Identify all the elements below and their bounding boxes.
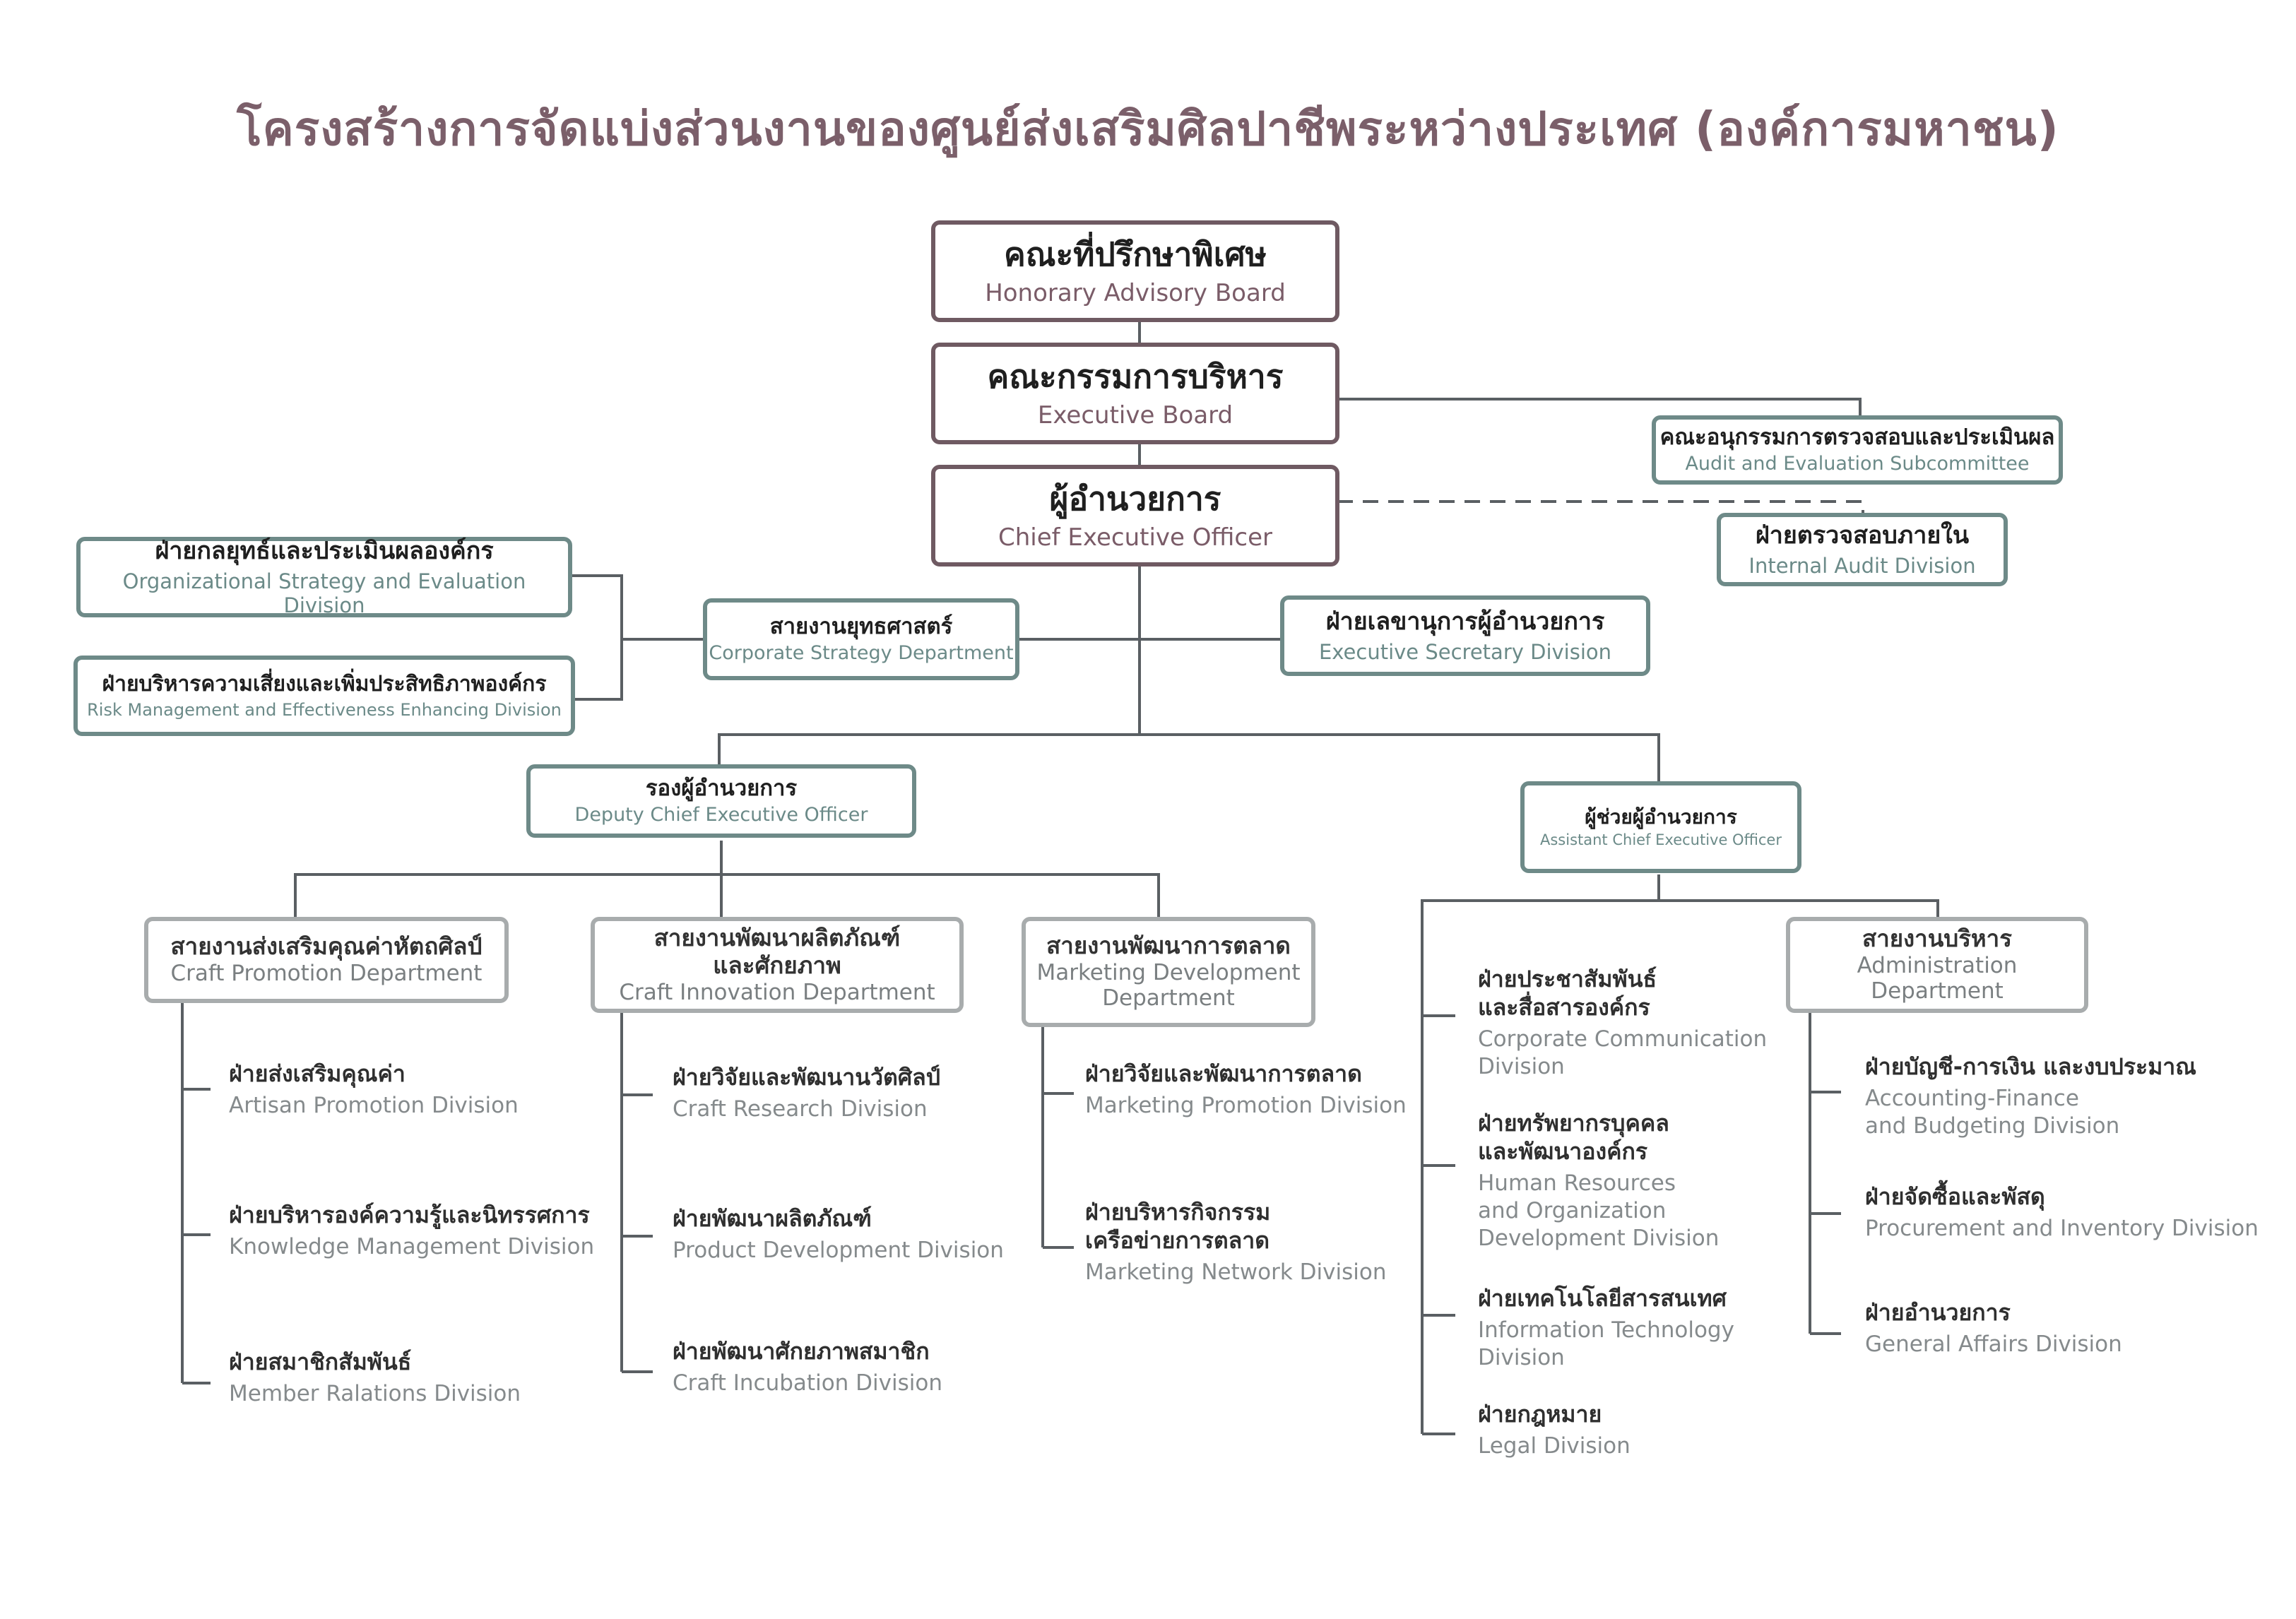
node-th: ฝ่ายกลยุทธ์และประเมินผลองค์กร <box>155 536 494 565</box>
chart-title: โครงสร้างการจัดแบ่งส่วนงานของศูนย์ส่งเสร… <box>237 102 2059 156</box>
internal-audit-box: ฝ่ายตรวจสอบภายใน Internal Audit Division <box>1717 513 2008 586</box>
node-en: Executive Board <box>1037 401 1233 430</box>
node-en: Deputy Chief Executive Officer <box>574 804 868 826</box>
audit-subcommittee-box: คณะอนุกรรมการตรวจสอบและประเมินผล Audit a… <box>1652 415 2063 485</box>
list-item: ฝ่ายบริหารกิจกรรม เครือข่ายการตลาด Marke… <box>1085 1199 1387 1285</box>
node-en: Organizational Strategy and Evaluation D… <box>122 569 526 618</box>
risk-management-box: ฝ่ายบริหารความเสี่ยงและเพิ่มประสิทธิภาพอ… <box>73 656 575 736</box>
node-th: สายงานพัฒนาผลิตภัณฑ์ และศักยภาพ <box>653 923 901 979</box>
org-strategy-box: ฝ่ายกลยุทธ์และประเมินผลองค์กร Organizati… <box>76 537 572 617</box>
node-en: Corporate Strategy Department <box>709 642 1014 665</box>
list-item: ฝ่ายส่งเสริมคุณค่า Artisan Promotion Div… <box>229 1060 519 1118</box>
list-item: ฝ่ายพัฒนาผลิตภัณฑ์ Product Development D… <box>673 1205 1004 1263</box>
marketing-development-department-box: สายงานพัฒนาการตลาด Marketing Development… <box>1022 917 1315 1027</box>
node-en: Assistant Chief Executive Officer <box>1540 831 1782 849</box>
node-th: คณะอนุกรรมการตรวจสอบและประเมินผล <box>1659 424 2055 450</box>
honorary-advisory-board-box: คณะที่ปรึกษาพิเศษ Honorary Advisory Boar… <box>931 220 1339 322</box>
node-th: สายงานยุทธศาสตร์ <box>769 613 953 639</box>
corporate-strategy-box: สายงานยุทธศาสตร์ Corporate Strategy Depa… <box>703 598 1019 680</box>
deputy-assistant-split <box>718 733 1660 783</box>
node-en: Executive Secretary Division <box>1318 639 1612 664</box>
list-item: ฝ่ายสมาชิกสัมพันธ์ Member Ralations Divi… <box>229 1348 521 1406</box>
list-item: ฝ่ายอำนวยการ General Affairs Division <box>1865 1299 2122 1357</box>
ceo-box: ผู้อำนวยการ Chief Executive Officer <box>931 465 1339 567</box>
list-item: ฝ่ายทรัพยากรบุคคล และพัฒนาองค์กร Human R… <box>1478 1110 1720 1251</box>
list-item: ฝ่ายบริหารองค์ความรู้และนิทรรศการ Knowle… <box>229 1202 595 1259</box>
node-th: สายงานพัฒนาการตลาด <box>1046 931 1291 959</box>
craft-innovation-department-box: สายงานพัฒนาผลิตภัณฑ์ และศักยภาพ Craft In… <box>591 917 964 1013</box>
node-en: Internal Audit Division <box>1748 553 1976 578</box>
node-th: คณะกรรมการบริหาร <box>987 357 1284 396</box>
node-th: ผู้ช่วยผู้อำนวยการ <box>1585 805 1737 829</box>
node-th: ผู้อำนวยการ <box>1049 479 1221 518</box>
deputy-ceo-box: รองผู้อำนวยการ Deputy Chief Executive Of… <box>526 764 916 838</box>
executive-board-box: คณะกรรมการบริหาร Executive Board <box>931 343 1339 444</box>
list-item: ฝ่ายวิจัยและพัฒนาการตลาด Marketing Promo… <box>1085 1060 1407 1118</box>
list-item: ฝ่ายเทคโนโลยีสารสนเทศ Information Techno… <box>1478 1285 1734 1370</box>
list-item: ฝ่ายบัญชี-การเงิน และงบประมาณ Accounting… <box>1865 1053 2196 1139</box>
node-en: Craft Promotion Department <box>170 961 483 987</box>
list-item: ฝ่ายวิจัยและพัฒนานวัตศิลป์ Craft Researc… <box>673 1064 941 1122</box>
node-th: ฝ่ายเลขานุการผู้อำนวยการ <box>1325 607 1605 636</box>
node-th: สายงานบริหาร <box>1862 924 2012 952</box>
node-en: Audit and Evaluation Subcommittee <box>1685 453 2030 475</box>
craft-promotion-department-box: สายงานส่งเสริมคุณค่าหัตถศิลป์ Craft Prom… <box>144 917 509 1003</box>
assistant-branch <box>1421 899 1939 1434</box>
node-th: คณะที่ปรึกษาพิเศษ <box>1004 235 1267 273</box>
administration-department-box: สายงานบริหาร Administration Department <box>1786 917 2088 1013</box>
node-th: รองผู้อำนวยการ <box>645 775 798 801</box>
audit-connector <box>1337 398 1862 417</box>
node-en: Risk Management and Effectiveness Enhanc… <box>87 699 562 720</box>
node-en: Craft Innovation Department <box>619 979 935 1005</box>
strategy-bracket <box>571 574 623 701</box>
list-item: ฝ่ายจัดซื้อและพัสดุ Procurement and Inve… <box>1865 1183 2259 1241</box>
internal-audit-dashed-connector <box>1337 500 1864 514</box>
node-en: Marketing Development Department <box>1036 959 1301 1012</box>
list-item: ฝ่ายพัฒนาศักยภาพสมาชิก Craft Incubation … <box>673 1338 942 1396</box>
node-en: Chief Executive Officer <box>998 523 1272 552</box>
list-item: ฝ่ายประชาสัมพันธ์ และสื่อสารองค์กร Corpo… <box>1478 966 1768 1079</box>
node-en: Honorary Advisory Board <box>985 279 1286 308</box>
node-en: Administration Department <box>1857 952 2018 1004</box>
list-item: ฝ่ายกฎหมาย Legal Division <box>1478 1401 1631 1459</box>
deputy-branch <box>294 873 1160 918</box>
node-th: ฝ่ายบริหารความเสี่ยงและเพิ่มประสิทธิภาพอ… <box>102 672 547 697</box>
assistant-ceo-box: ผู้ช่วยผู้อำนวยการ Assistant Chief Execu… <box>1520 781 1801 873</box>
node-th: สายงานส่งเสริมคุณค่าหัตถศิลป์ <box>170 932 483 961</box>
executive-secretary-box: ฝ่ายเลขานุการผู้อำนวยการ Executive Secre… <box>1280 595 1650 676</box>
node-th: ฝ่ายตรวจสอบภายใน <box>1755 521 1970 550</box>
